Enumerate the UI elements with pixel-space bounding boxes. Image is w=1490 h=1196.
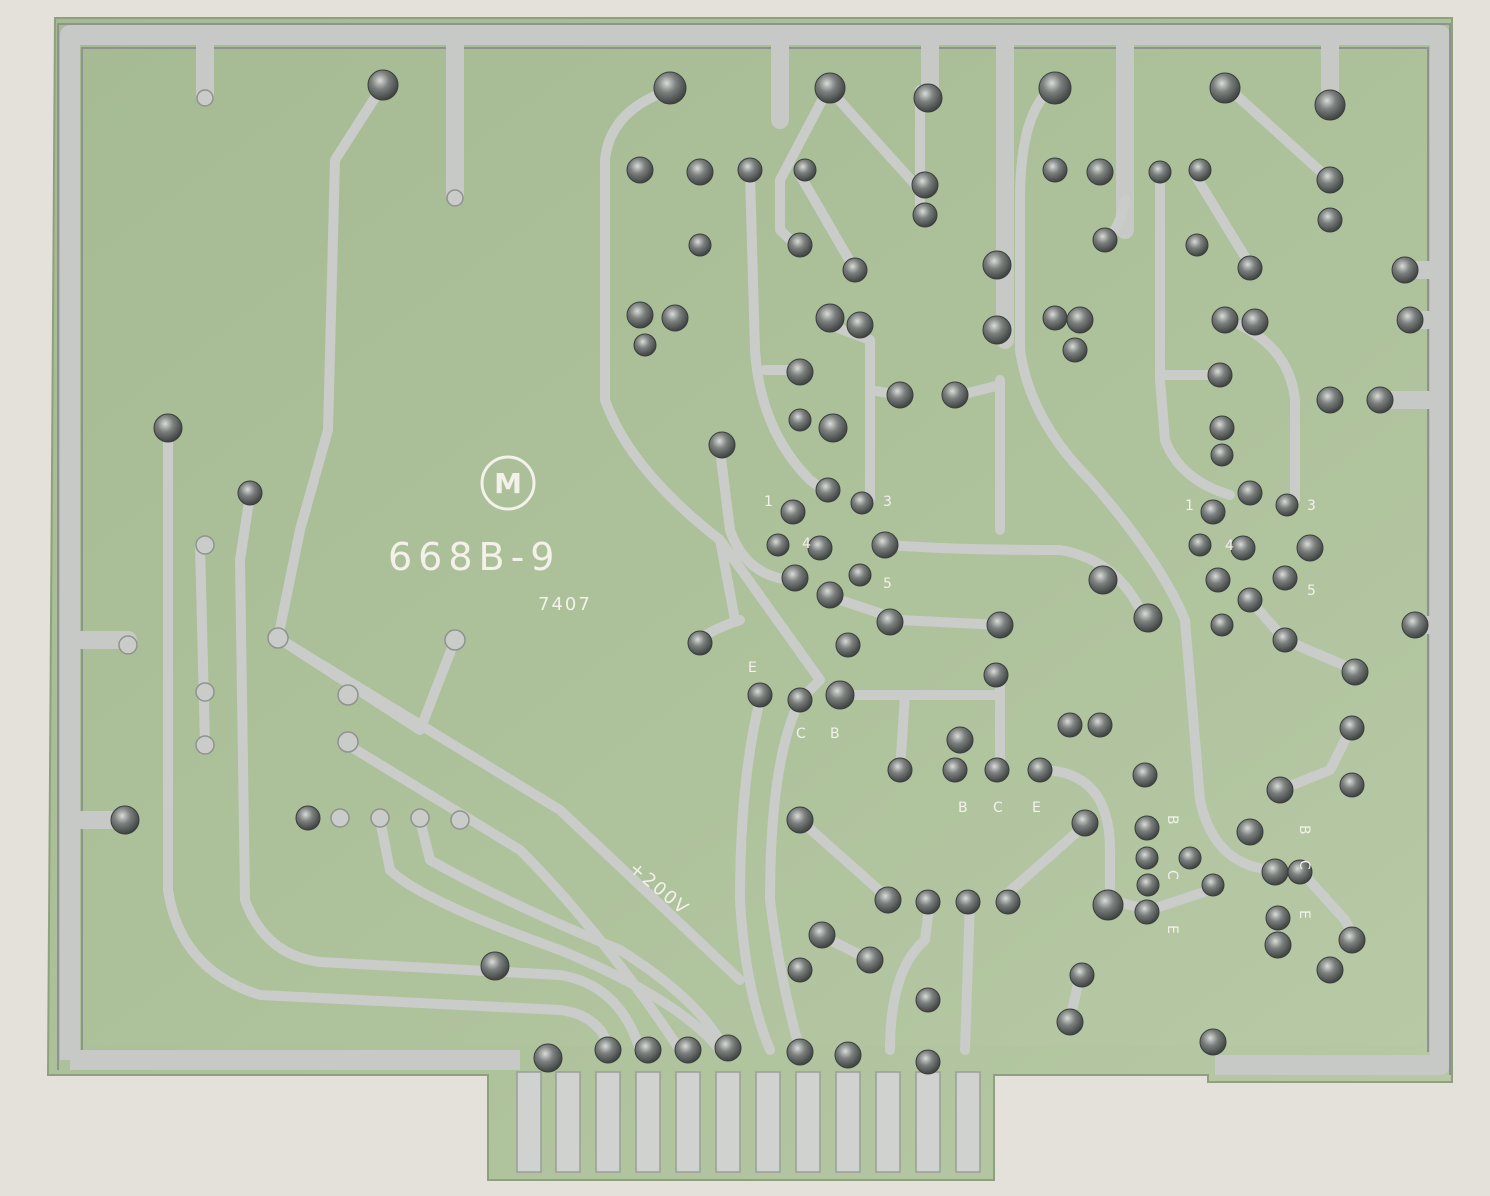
edge-connector: [516, 1071, 981, 1173]
q2-pin-4: 4: [1225, 538, 1234, 554]
q4-pin-labels: B C E: [958, 800, 1041, 816]
q3-pin-e: E: [748, 660, 757, 676]
q3-pin-b: B: [830, 726, 840, 742]
q3-pin-labels: E C B: [748, 660, 840, 742]
q2-pin-3: 3: [1307, 498, 1316, 514]
q5-pin-c: C: [1164, 870, 1180, 880]
q5-pin-labels: B C E: [1164, 815, 1180, 934]
logo-letter: M: [494, 467, 522, 500]
board-inner: [84, 50, 1426, 1046]
q1-pin-1: 1: [764, 494, 773, 510]
q4-pin-b: B: [958, 800, 968, 816]
ground-frame-edges: [57, 23, 1451, 1075]
open-pads: [118, 89, 470, 830]
q2-pin-5: 5: [1307, 583, 1316, 599]
q4-pin-c: C: [993, 800, 1003, 816]
q5-pin-e: E: [1164, 925, 1180, 934]
q2-pin-labels: 1 3 4 5: [1185, 498, 1316, 599]
q4-pin-e: E: [1032, 800, 1041, 816]
q6-pin-c: C: [1296, 860, 1312, 870]
q6-pin-labels: B C E: [1296, 825, 1312, 919]
q1-pin-3: 3: [883, 494, 892, 510]
part-number: 668B-9: [388, 535, 561, 579]
q3-pin-c: C: [796, 726, 806, 742]
ground-frame: [60, 25, 1450, 1075]
q1-pin-4: 4: [802, 536, 811, 552]
q1-pin-5: 5: [883, 576, 892, 592]
manufacturer-logo: M: [480, 455, 536, 511]
q6-pin-b: B: [1296, 825, 1312, 835]
q6-pin-e: E: [1296, 910, 1312, 919]
date-code: 7407: [538, 594, 592, 615]
solder-joints: [110, 69, 1429, 1075]
q5-pin-b: B: [1164, 815, 1180, 825]
q2-pin-1: 1: [1185, 498, 1194, 514]
q1-pin-labels: 1 3 4 5: [764, 494, 892, 592]
